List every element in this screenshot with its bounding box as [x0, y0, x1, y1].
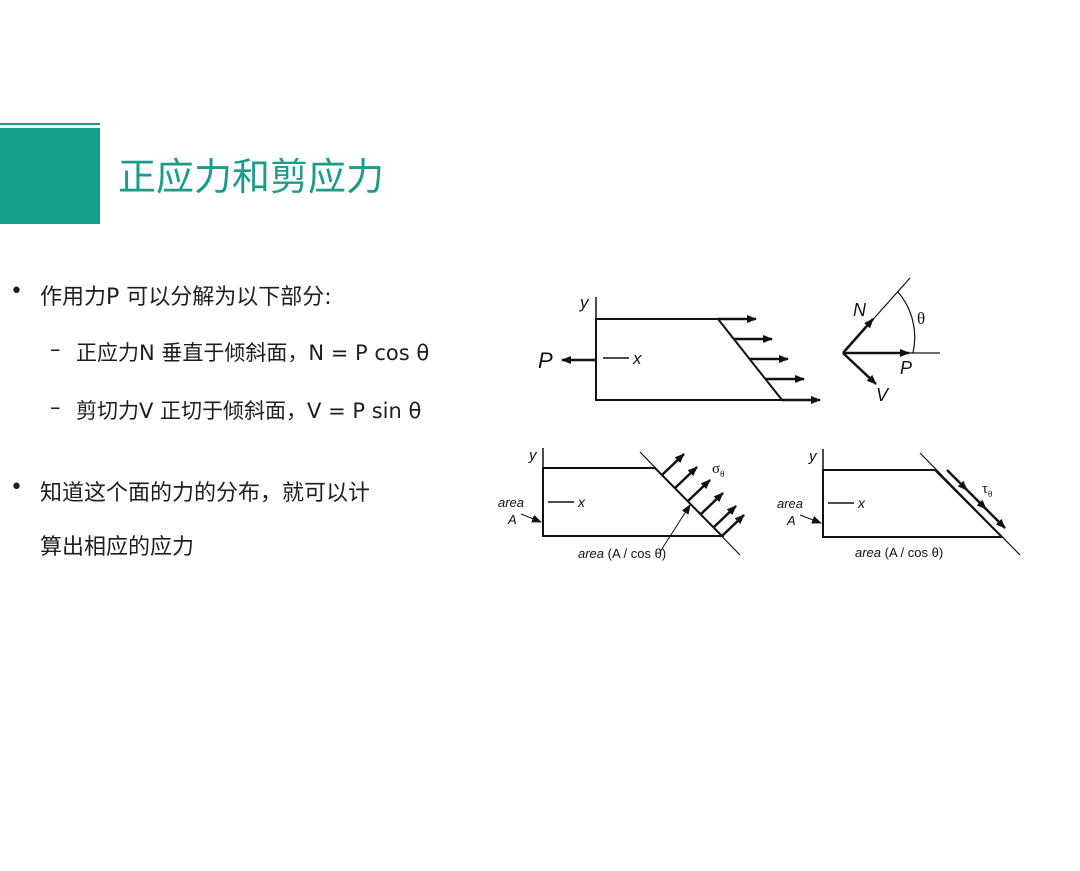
v-label: V — [876, 385, 890, 405]
top-force-label: P — [538, 348, 553, 373]
normal-area-label-1: area — [498, 495, 524, 510]
bullet-mark: • — [10, 475, 23, 500]
normal-area-pointer — [520, 513, 542, 523]
bullet-force-distribution-cont: 算出相应的应力 — [40, 529, 194, 561]
shear-stress-arrows — [946, 469, 1006, 529]
normal-x-label: x — [577, 494, 586, 510]
top-x-label: x — [632, 349, 642, 368]
sub-bullet-normal-force: – 正应力N 垂直于倾斜面，N = P cos θ — [50, 337, 430, 367]
shear-area-label-2: A — [786, 513, 796, 528]
title-accent-line — [0, 123, 100, 125]
v-vector — [842, 352, 877, 385]
normal-stress-label: σθ — [712, 461, 724, 479]
shear-x-label: x — [857, 495, 866, 511]
n-label: N — [853, 300, 867, 320]
vector-diagram: θ N P V — [842, 277, 940, 405]
sub-bullet-mark: – — [50, 337, 61, 361]
n-vector — [842, 318, 874, 354]
p-label: P — [900, 358, 912, 378]
shear-stress-label: τθ — [982, 481, 992, 499]
shear-arrow — [965, 488, 987, 510]
sub-bullet-mark: – — [50, 395, 61, 419]
title-accent-block — [0, 128, 100, 224]
normal-y-label: y — [528, 447, 538, 464]
shear-stress-block: y x area A τθ area (A / cos θ) — [777, 448, 1021, 560]
sub-bullet-text: 剪切力V 正切于倾斜面，V = P sin θ — [76, 399, 422, 423]
shear-arrow — [946, 469, 968, 491]
sub-bullet-text: 正应力N 垂直于倾斜面，N = P cos θ — [76, 341, 430, 365]
stress-arrow — [687, 479, 711, 502]
stress-arrow — [713, 505, 737, 528]
shear-area-bottom-label: area (A / cos θ) — [855, 545, 943, 560]
shear-area-label-1: area — [777, 496, 803, 511]
shear-area-pointer — [799, 514, 822, 524]
angle-arc — [897, 291, 916, 354]
top-y-label: y — [579, 293, 590, 312]
stress-arrow — [700, 492, 724, 515]
normal-stress-arrows — [661, 453, 745, 537]
normal-area-label-2: A — [507, 512, 517, 527]
bullet-mark: • — [10, 279, 23, 304]
shear-plane-line — [919, 452, 1021, 556]
shear-arrow — [984, 507, 1006, 529]
normal-plane-line — [639, 451, 741, 556]
shear-y-label: y — [808, 448, 818, 465]
normal-area-bottom-label: area (A / cos θ) — [578, 546, 666, 561]
page-title: 正应力和剪应力 — [118, 155, 385, 199]
bullet-force-distribution: • 知道这个面的力的分布，就可以计 — [10, 475, 371, 507]
angle-label: θ — [917, 309, 925, 328]
bullet-text-line-1: 知道这个面的力的分布，就可以计 — [40, 481, 371, 506]
stress-arrow — [721, 514, 745, 537]
bullet-text-line-2: 算出相应的应力 — [40, 535, 195, 560]
sub-bullet-shear-force: – 剪切力V 正切于倾斜面，V = P sin θ — [50, 395, 422, 425]
stress-arrow — [674, 466, 698, 489]
bullet-force-decomposition: • 作用力P 可以分解为以下部分: — [10, 279, 332, 311]
top-distributed-arrows — [718, 315, 821, 404]
stress-arrow — [661, 453, 685, 476]
normal-stress-block: y x area A σθ area (A / cos θ) — [498, 447, 745, 561]
bullet-text: 作用力P 可以分解为以下部分: — [40, 285, 332, 310]
top-block: y x P — [538, 293, 821, 404]
normal-area-bottom-pointer — [659, 504, 691, 553]
